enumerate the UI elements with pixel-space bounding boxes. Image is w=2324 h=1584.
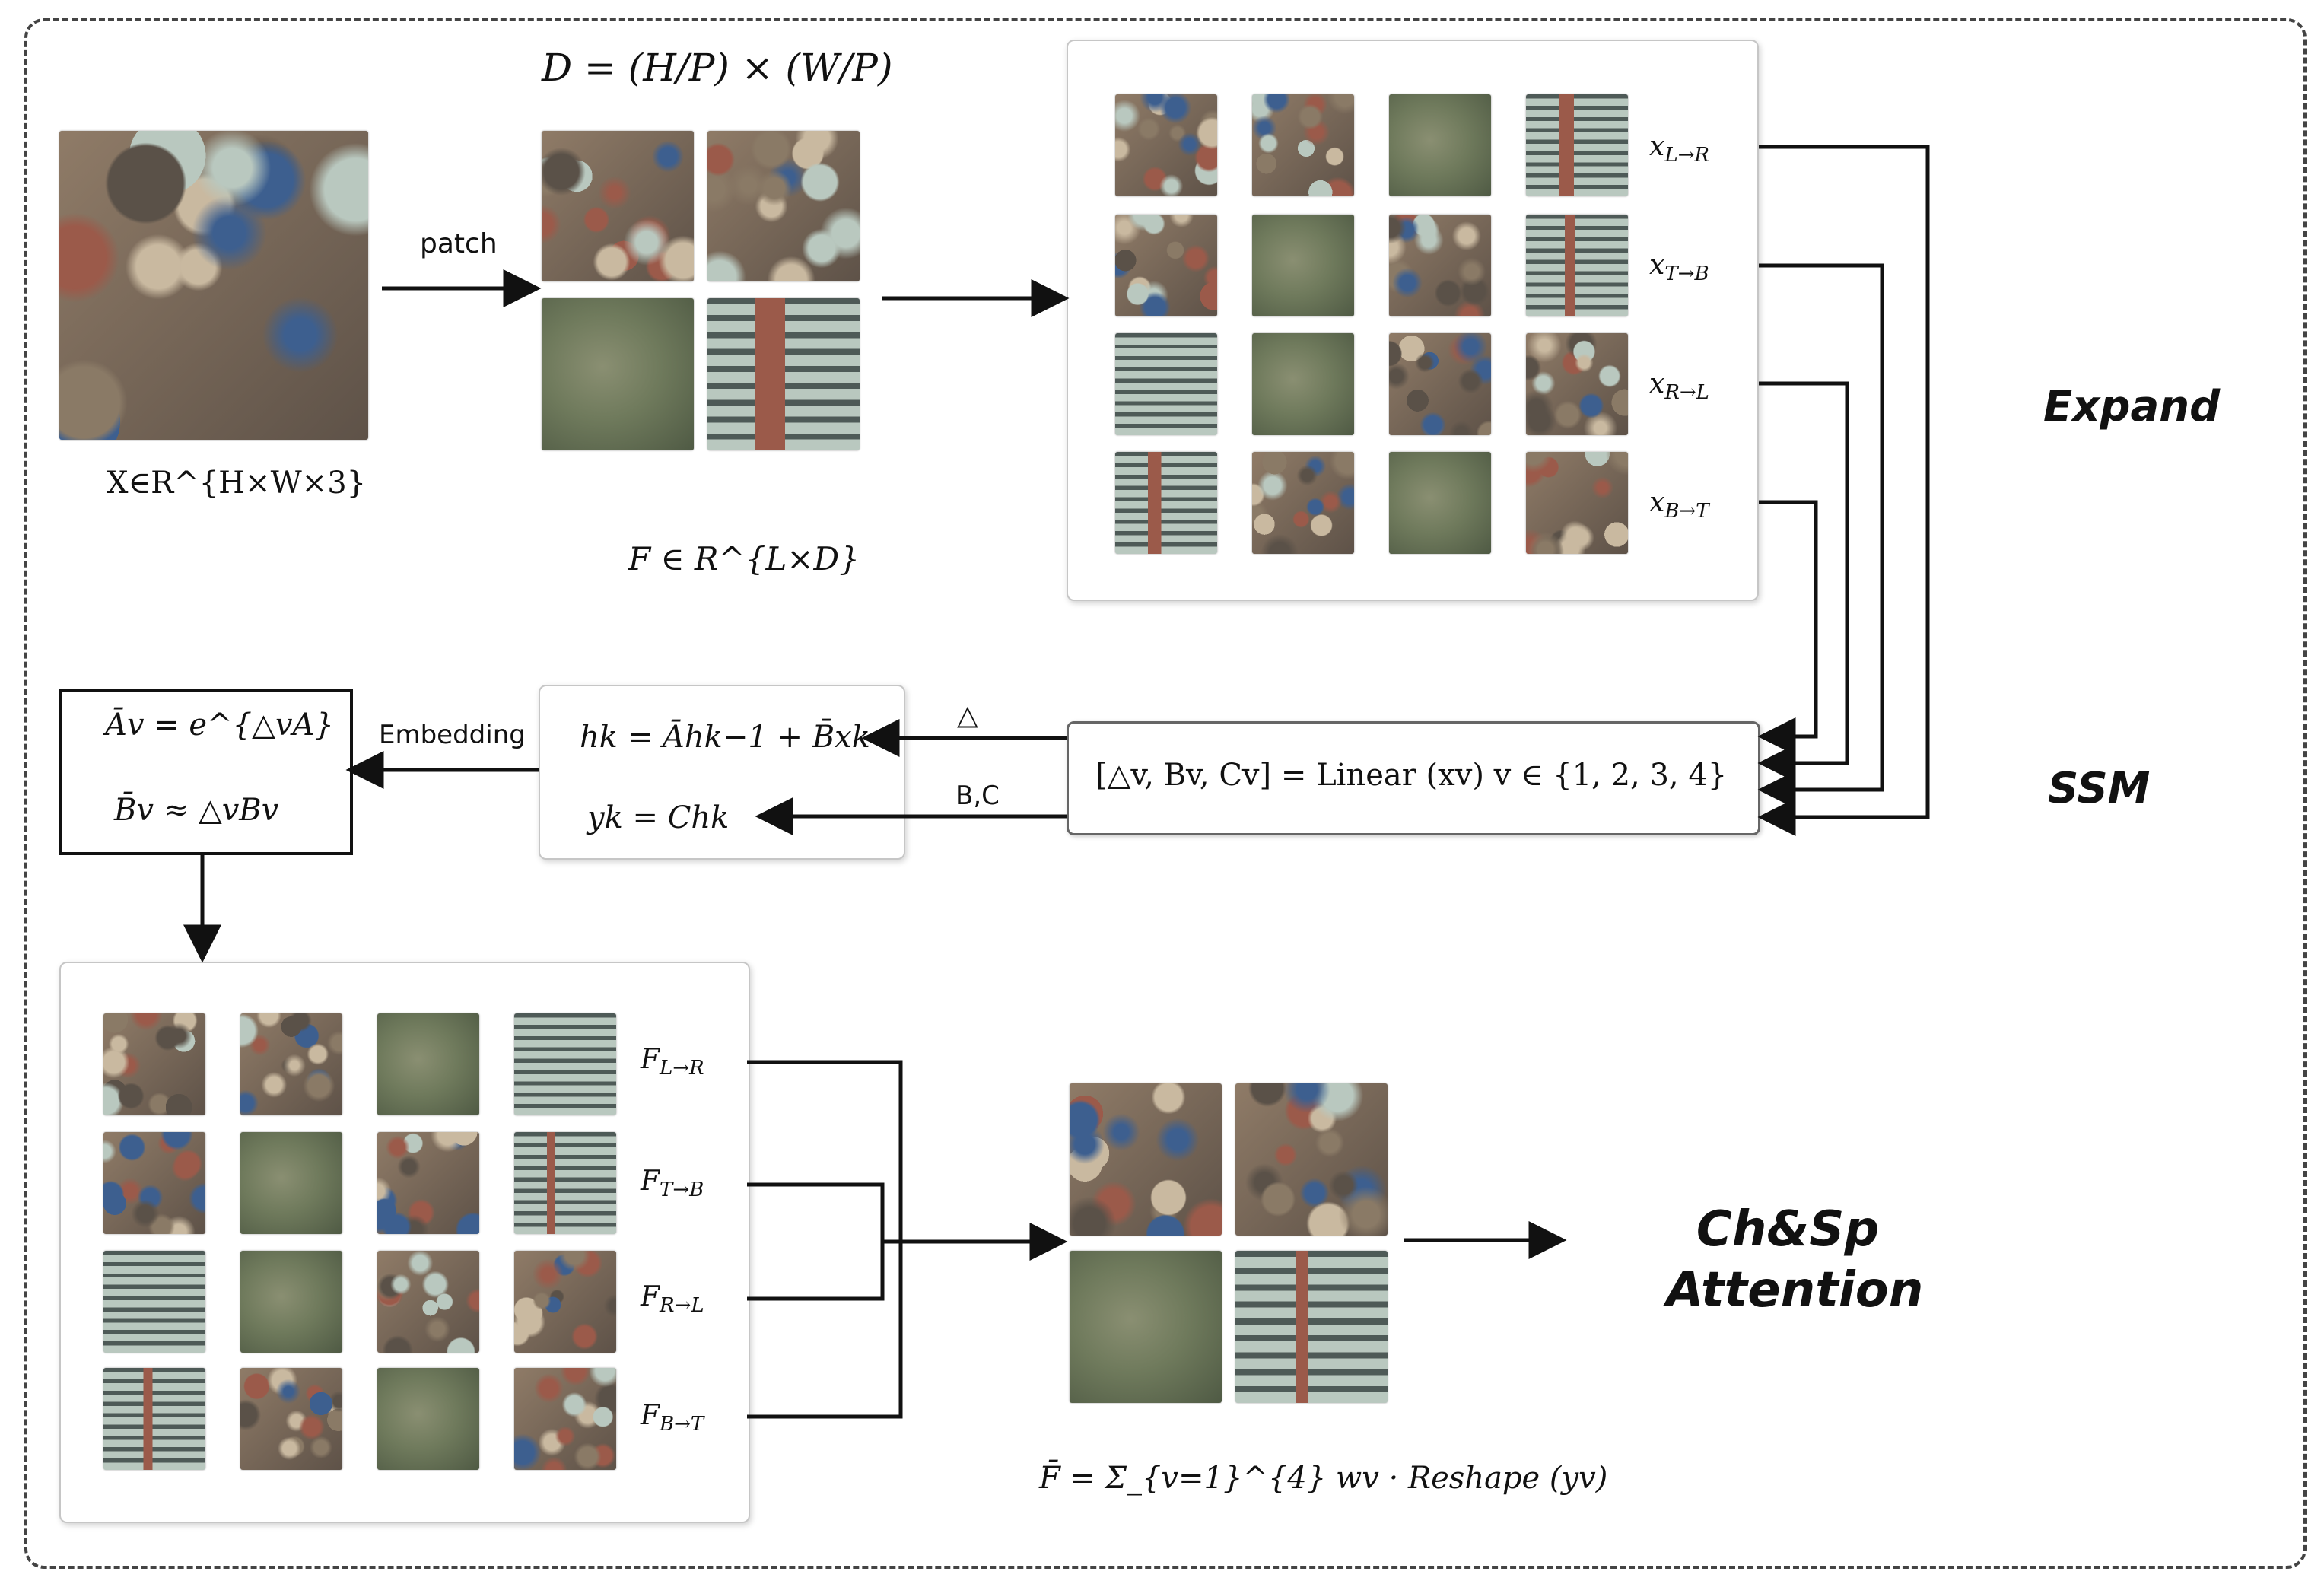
scan-output-lr-base: F — [641, 1044, 660, 1075]
expand-scan-tile — [1115, 452, 1217, 554]
patch-dim-equation: D = (H/P) × (W/P) — [542, 46, 892, 90]
fusion-equation: F̄ = Σ_{v=1}^{4} wv · Reshape (yv) — [1039, 1461, 1608, 1496]
input-equation: X∈R^{H×W×3} — [107, 466, 367, 501]
output-scan-tile — [377, 1251, 479, 1353]
scan-output-rl-base: F — [641, 1281, 660, 1312]
patch-tile — [707, 131, 860, 281]
output-scan-tile — [514, 1013, 616, 1115]
bc-label: B,C — [955, 781, 1000, 811]
expand-scan-tile — [1526, 452, 1628, 554]
output-scan-tile — [103, 1251, 205, 1353]
patch-tile — [542, 131, 694, 281]
scan-input-bt-sub: B→T — [1664, 500, 1709, 523]
patch-dim-text: D = (H/P) × (W/P) — [542, 46, 893, 90]
expand-scan-tile — [1389, 215, 1491, 316]
output-scan-tile — [240, 1013, 342, 1115]
output-scan-tile — [514, 1368, 616, 1470]
delta-label: △ — [957, 700, 978, 731]
expand-scan-tile — [1252, 215, 1354, 316]
scan-input-rl-base: x — [1649, 368, 1665, 399]
route-rl — [1757, 381, 1849, 782]
stage-attention-line1: Ch&Sp — [1696, 1201, 1880, 1258]
expand-scan-tile — [1389, 94, 1491, 196]
scan-input-tb: xT→B — [1649, 250, 1709, 285]
route-tb — [1757, 263, 1884, 809]
output-scan-tile — [240, 1251, 342, 1353]
scan-output-lr: FL→R — [641, 1044, 704, 1080]
patch-feature-equation: F ∈ R^{L×D} — [628, 540, 860, 577]
route-out-inner — [747, 1182, 885, 1301]
output-equation: yk = Chk — [587, 800, 730, 835]
recurrence-panel — [539, 685, 905, 860]
expand-scan-tile — [1115, 333, 1217, 435]
stage-expand: Expand — [2043, 382, 2221, 431]
route-lr — [1757, 145, 1930, 836]
stage-attention-line2: Attention — [1666, 1262, 1924, 1318]
expand-scan-tile — [1252, 452, 1354, 554]
scan-input-lr: xL→R — [1649, 131, 1709, 167]
scan-output-tb-base: F — [641, 1166, 660, 1197]
scan-input-tb-base: x — [1649, 250, 1665, 281]
output-scan-tile — [240, 1132, 342, 1234]
expand-scan-tile — [1115, 215, 1217, 316]
scan-output-rl-sub: R→L — [659, 1294, 704, 1318]
scan-output-bt: FB→T — [641, 1400, 704, 1436]
stage-ssm: SSM — [2048, 764, 2151, 813]
expand-scan-tile — [1526, 333, 1628, 435]
patch-tile — [542, 298, 694, 450]
linear-equation: [△v, Bv, Cv] = Linear (xv) v ∈ {1, 2, 3,… — [1095, 758, 1728, 793]
patch-label: patch — [420, 228, 498, 259]
expand-scan-tile — [1389, 333, 1491, 435]
discrete-a-equation: Āv = e^{△vA} — [105, 708, 334, 743]
scan-input-lr-sub: L→R — [1664, 144, 1709, 167]
patch-tile — [707, 298, 860, 450]
expand-scan-tile — [1526, 215, 1628, 316]
expand-scan-tile — [1252, 333, 1354, 435]
scan-input-bt-base: x — [1649, 487, 1665, 518]
fused-tile — [1235, 1251, 1388, 1403]
expand-scan-tile — [1252, 94, 1354, 196]
scan-output-tb: FT→B — [641, 1166, 704, 1201]
expand-scan-tile — [1389, 452, 1491, 554]
output-scan-tile — [514, 1132, 616, 1234]
fused-tile — [1070, 1083, 1222, 1236]
scan-input-rl-sub: R→L — [1664, 381, 1709, 405]
discrete-b-equation: B̄v ≈ △vBv — [114, 793, 279, 828]
expand-scan-tile — [1115, 94, 1217, 196]
output-scan-tile — [514, 1251, 616, 1353]
scan-output-bt-base: F — [641, 1400, 660, 1431]
scan-input-bt: xB→T — [1649, 487, 1709, 523]
stage-attention: Ch&Sp Attention — [1666, 1199, 1924, 1321]
outer-frame — [24, 18, 2307, 1569]
state-update-equation: hk = Āhk−1 + B̄xk — [580, 720, 870, 755]
output-scan-tile — [240, 1368, 342, 1470]
scan-output-tb-sub: T→B — [659, 1178, 704, 1202]
linear-projection-box — [1067, 721, 1760, 835]
scan-output-lr-sub: L→R — [659, 1057, 704, 1080]
route-out-outer — [747, 1060, 903, 1419]
output-scan-tile — [103, 1368, 205, 1470]
route-bt — [1757, 500, 1818, 755]
scan-output-rl: FR→L — [641, 1281, 704, 1317]
input-aerial-image — [59, 131, 368, 440]
fused-tile — [1235, 1083, 1388, 1236]
output-scan-tile — [377, 1013, 479, 1115]
scan-input-rl: xR→L — [1649, 368, 1709, 404]
scan-input-lr-base: x — [1649, 131, 1665, 162]
discretization-box — [59, 689, 353, 855]
output-scan-tile — [377, 1132, 479, 1234]
embedding-label: Embedding — [379, 720, 526, 750]
output-scan-tile — [377, 1368, 479, 1470]
output-scan-tile — [103, 1132, 205, 1234]
scan-input-tb-sub: T→B — [1664, 262, 1709, 286]
fused-tile — [1070, 1251, 1222, 1403]
expand-scan-tile — [1526, 94, 1628, 196]
scan-output-bt-sub: B→T — [659, 1413, 704, 1436]
output-scan-tile — [103, 1013, 205, 1115]
